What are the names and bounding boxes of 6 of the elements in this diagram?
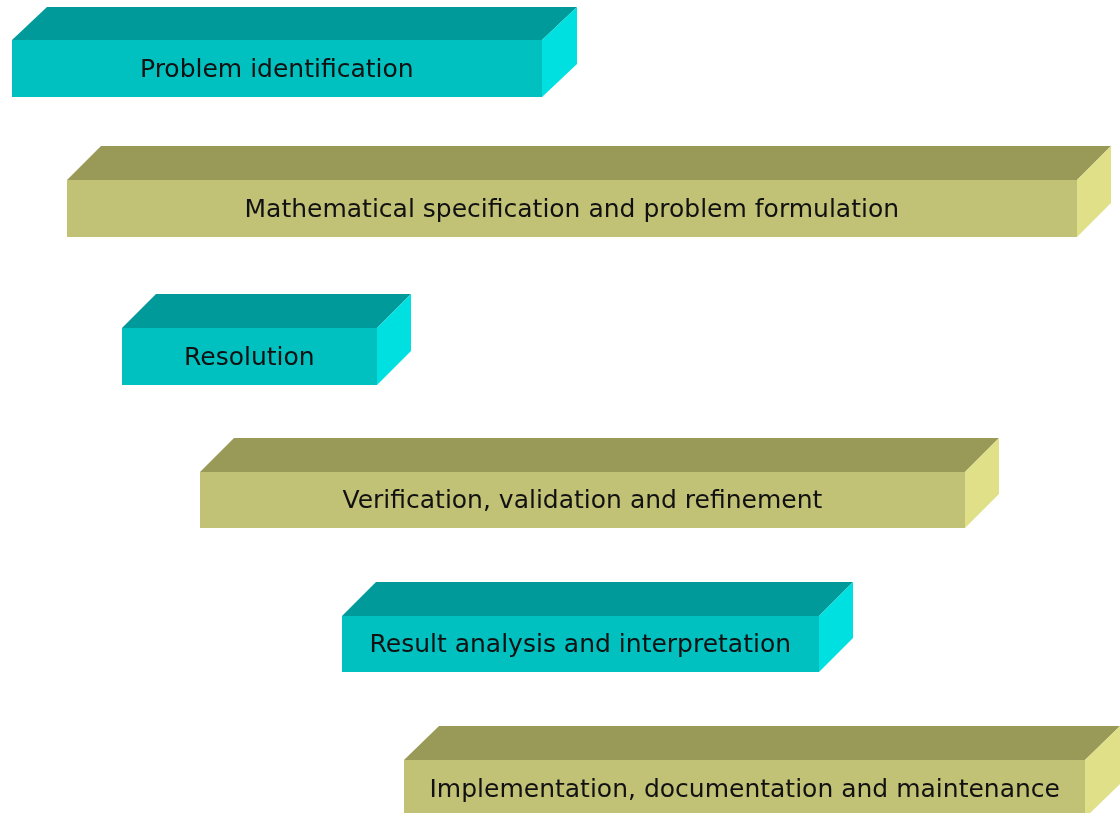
step-label: Resolution: [184, 341, 315, 372]
step-label: Mathematical specification and problem formulation: [244, 193, 900, 224]
step-label: Problem identification: [140, 53, 414, 84]
step-label: Verification, validation and refinement: [342, 485, 823, 515]
step-label: Result analysis and interpretation: [369, 629, 792, 659]
step-label: Implementation, documentation and maintenance: [429, 774, 1060, 804]
